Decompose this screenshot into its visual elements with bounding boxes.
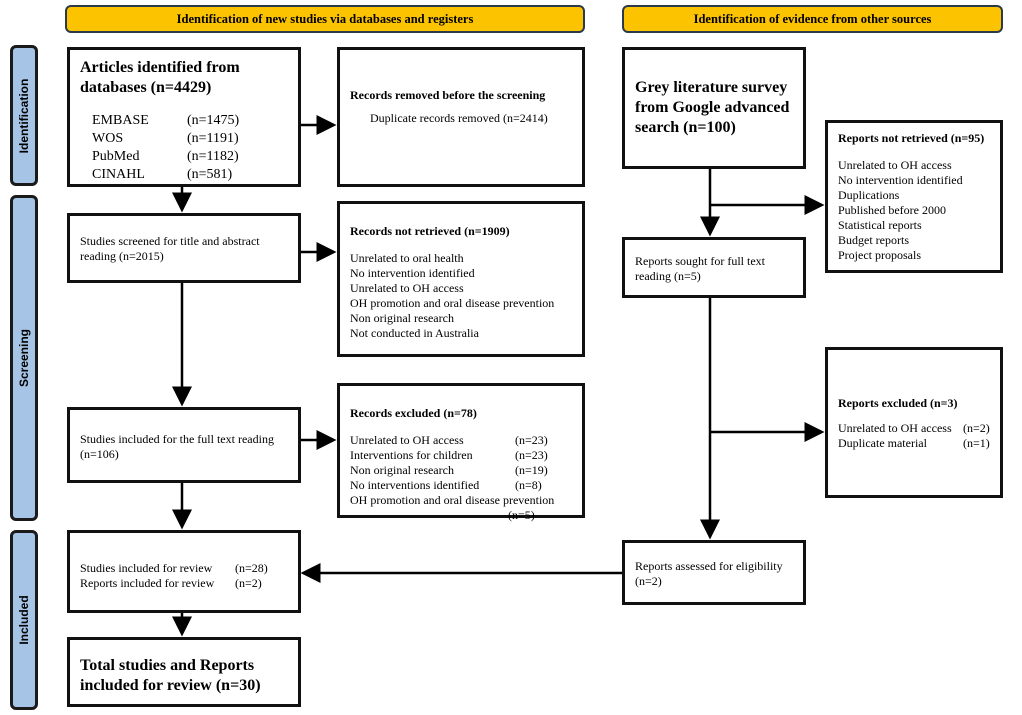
- item-label: Interventions for children: [350, 448, 473, 462]
- box-included: Studies included for review (n=28) Report…: [67, 530, 301, 613]
- box-title: Reports not retrieved (n=95): [838, 131, 985, 145]
- box-text: Duplicate records removed (n=2414): [370, 111, 548, 125]
- item-label: Studies included for review: [80, 561, 213, 575]
- box-title: Records removed before the screening: [350, 88, 546, 102]
- item-count: (n=28): [235, 561, 268, 575]
- list-item: Non original research (n=19): [350, 463, 572, 478]
- list-item: No intervention identified: [838, 173, 963, 187]
- list-item: Duplicate material (n=1): [838, 436, 990, 451]
- list-item: Not conducted in Australia: [350, 326, 479, 340]
- phase-label: Screening: [17, 328, 31, 388]
- item-label: Duplicate material: [838, 436, 927, 450]
- list-item: Reports included for review (n=2): [80, 576, 288, 591]
- phase-identification: Identification: [10, 45, 38, 186]
- item-label: No interventions identified: [350, 478, 480, 492]
- box-title: Reports excluded (n=3): [838, 396, 958, 410]
- db-row: WOS (n=1191): [92, 130, 288, 148]
- item-label: Non original research: [350, 463, 454, 477]
- list-item: Unrelated to oral health: [350, 251, 464, 265]
- list-item: Unrelated to OH access: [350, 281, 464, 295]
- phase-included: Included: [10, 530, 38, 710]
- db-count: (n=1191): [187, 131, 239, 146]
- list-item: Duplications: [838, 188, 900, 202]
- db-row: PubMed (n=1182): [92, 148, 288, 166]
- list-item: Statistical reports: [838, 218, 922, 232]
- box-grey-literature: Grey literature survey from Google advan…: [622, 47, 806, 169]
- item-label: Reports included for review: [80, 576, 215, 590]
- list-item: No interventions identified (n=8): [350, 478, 572, 493]
- phase-label: Identification: [17, 78, 31, 153]
- phase-screening: Screening: [10, 195, 38, 521]
- item-label: Unrelated to OH access: [838, 421, 952, 435]
- box-reports-excluded: Reports excluded (n=3) Unrelated to OH a…: [825, 347, 1003, 498]
- list-item: Unrelated to OH access (n=2): [838, 421, 990, 436]
- db-row: CINAHL (n=581): [92, 166, 288, 184]
- box-assessed: Reports assessed for eligibility (n=2): [622, 540, 806, 605]
- box-title: Records not retrieved (n=1909): [350, 224, 510, 238]
- list-item: Published before 2000: [838, 203, 946, 217]
- item-count: (n=2): [963, 421, 990, 435]
- item-label: OH promotion and oral disease prevention: [350, 493, 555, 507]
- item-count: (n=1): [963, 436, 990, 450]
- box-removed: Records removed before the screening Dup…: [337, 47, 585, 187]
- list-item: Unrelated to OH access: [838, 158, 952, 172]
- db-row: EMBASE (n=1475): [92, 112, 288, 130]
- db-count: (n=581): [187, 167, 233, 182]
- item-count: (n=2): [235, 576, 262, 590]
- box-reports-not-retrieved: Reports not retrieved (n=95) Unrelated t…: [825, 120, 1003, 273]
- box-not-retrieved: Records not retrieved (n=1909) Unrelated…: [337, 201, 585, 357]
- list-item: Budget reports: [838, 233, 909, 247]
- box-title: Articles identified from databases (n=44…: [80, 59, 240, 96]
- list-item: OH promotion and oral disease prevention…: [350, 493, 572, 523]
- db-name: PubMed: [92, 149, 140, 164]
- header-other-sources: Identification of evidence from other so…: [622, 5, 1003, 33]
- list-item: Unrelated to OH access (n=23): [350, 433, 572, 448]
- item-count: (n=5): [508, 508, 535, 522]
- db-count: (n=1182): [187, 149, 239, 164]
- item-count: (n=23): [515, 448, 548, 462]
- list-item: OH promotion and oral disease prevention: [350, 296, 555, 310]
- list-item: Project proposals: [838, 248, 921, 262]
- db-name: EMBASE: [92, 113, 149, 128]
- box-databases: Articles identified from databases (n=44…: [67, 47, 301, 187]
- list-item: No intervention identified: [350, 266, 475, 280]
- box-title: Records excluded (n=78): [350, 406, 477, 420]
- box-excluded: Records excluded (n=78) Unrelated to OH …: [337, 383, 585, 522]
- db-name: CINAHL: [92, 167, 145, 182]
- item-count: (n=19): [515, 463, 548, 477]
- box-screened: Studies screened for title and abstract …: [67, 213, 301, 283]
- list-item: Studies included for review (n=28): [80, 561, 288, 576]
- list-item: Interventions for children (n=23): [350, 448, 572, 463]
- box-full-text: Studies included for the full text readi…: [67, 407, 301, 483]
- box-sought: Reports sought for full text reading (n=…: [622, 237, 806, 298]
- db-count: (n=1475): [187, 113, 240, 128]
- list-item: Non original research: [350, 311, 454, 325]
- db-name: WOS: [92, 131, 124, 146]
- box-total: Total studies and Reports included for r…: [67, 637, 301, 707]
- phase-label: Included: [17, 595, 31, 645]
- item-label: Unrelated to OH access: [350, 433, 464, 447]
- item-count: (n=23): [515, 433, 548, 447]
- item-count: (n=8): [515, 478, 542, 492]
- header-databases: Identification of new studies via databa…: [65, 5, 585, 33]
